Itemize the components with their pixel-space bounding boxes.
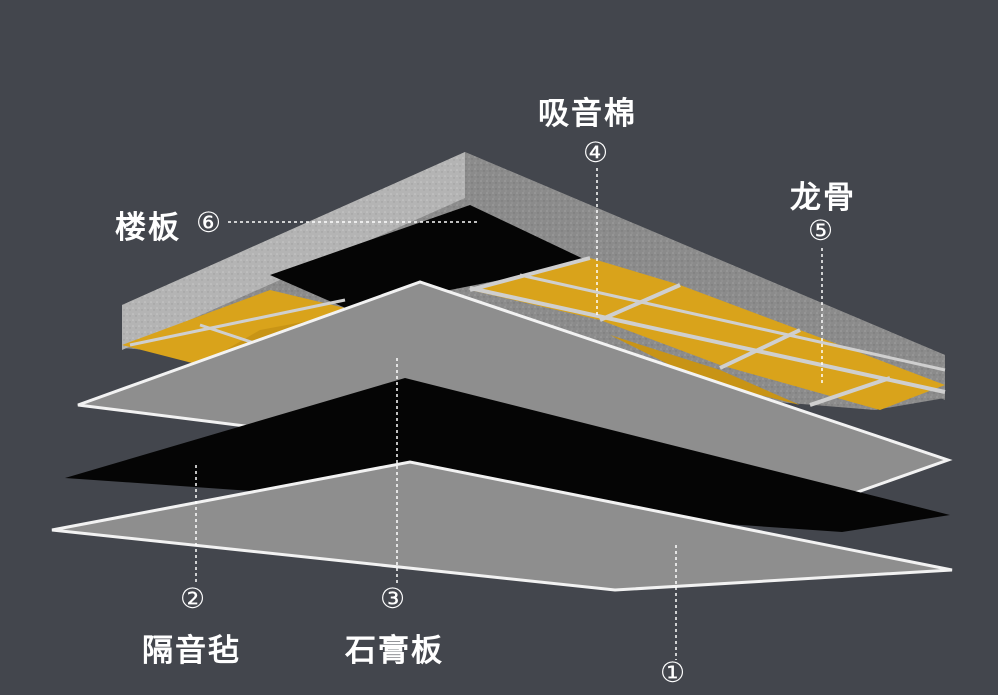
sound-felt-layer: [65, 378, 950, 532]
gypsum-board-number: ③: [380, 582, 406, 615]
sound-wool-layer: [122, 258, 945, 410]
sound-felt-number: ②: [180, 582, 206, 615]
floor-slab-number: ⑥: [196, 206, 222, 239]
sound-felt-label: 隔音毡: [142, 633, 241, 669]
bottom-layer-number: ①: [660, 656, 686, 689]
keel-number: ⑤: [808, 214, 834, 247]
sound-wool-number: ④: [583, 136, 609, 169]
keel-grid: [129, 256, 946, 407]
sound-wool-label: 吸音棉: [538, 96, 637, 132]
gypsum-board-label: 石膏板: [345, 633, 444, 669]
keel-label: 龙骨: [790, 180, 856, 216]
leader-lines: [195, 168, 823, 660]
slab-underside-dark: [270, 205, 590, 310]
bottom-gypsum-board: [51, 460, 953, 592]
floor-slab-label: 楼板: [115, 210, 181, 246]
